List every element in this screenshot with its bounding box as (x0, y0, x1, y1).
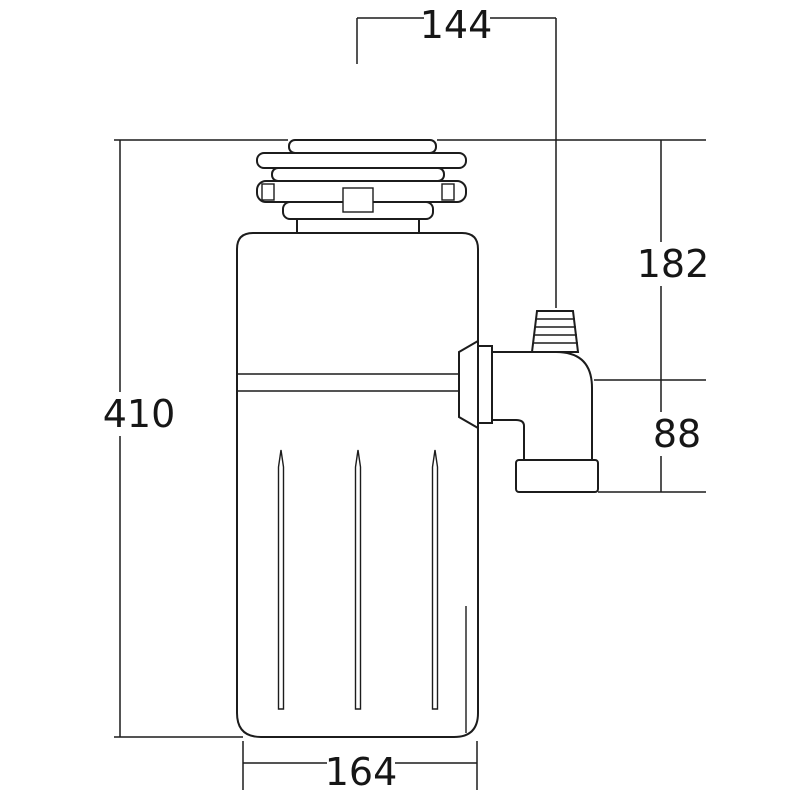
dimension-outlet-drop-label: 88 (653, 412, 701, 456)
mounting-lug-left (261, 183, 275, 201)
dishwasher-inlet (530, 310, 580, 353)
label-mask-inlet-height (639, 242, 709, 286)
label-mask-outlet-drop (650, 412, 704, 456)
outlet-gasket (477, 345, 493, 424)
outlet-elbow (491, 351, 593, 461)
dimension-top-span-label: 144 (420, 3, 493, 47)
dishwasher-inlet-barb (530, 310, 580, 353)
body-rib-center (354, 449, 362, 710)
dimension-labels: 144 182 88 410 164 (103, 3, 710, 794)
label-mask-body-width (327, 750, 395, 794)
outlet-elbow-assembly (458, 310, 599, 493)
outlet-cuff (515, 459, 599, 493)
outlet-clamp-plate (458, 339, 479, 430)
clamp-screw (342, 187, 374, 213)
dimension-body-width-label: 164 (325, 750, 398, 794)
flange-middle-ring (271, 167, 445, 182)
flange-top-rim (288, 139, 437, 154)
body-rib-left (277, 449, 285, 710)
label-mask-top-span (424, 4, 490, 46)
flange-upper-ring (256, 152, 467, 169)
mounting-lug-right (441, 183, 455, 201)
body-rib-right (431, 449, 439, 710)
dimension-inlet-height-label: 182 (637, 242, 710, 286)
disposer-unit (236, 139, 599, 738)
dimension-overall-height-label: 410 (103, 392, 176, 436)
label-mask-overall-height (106, 392, 172, 436)
sink-flange-assembly (256, 139, 467, 236)
